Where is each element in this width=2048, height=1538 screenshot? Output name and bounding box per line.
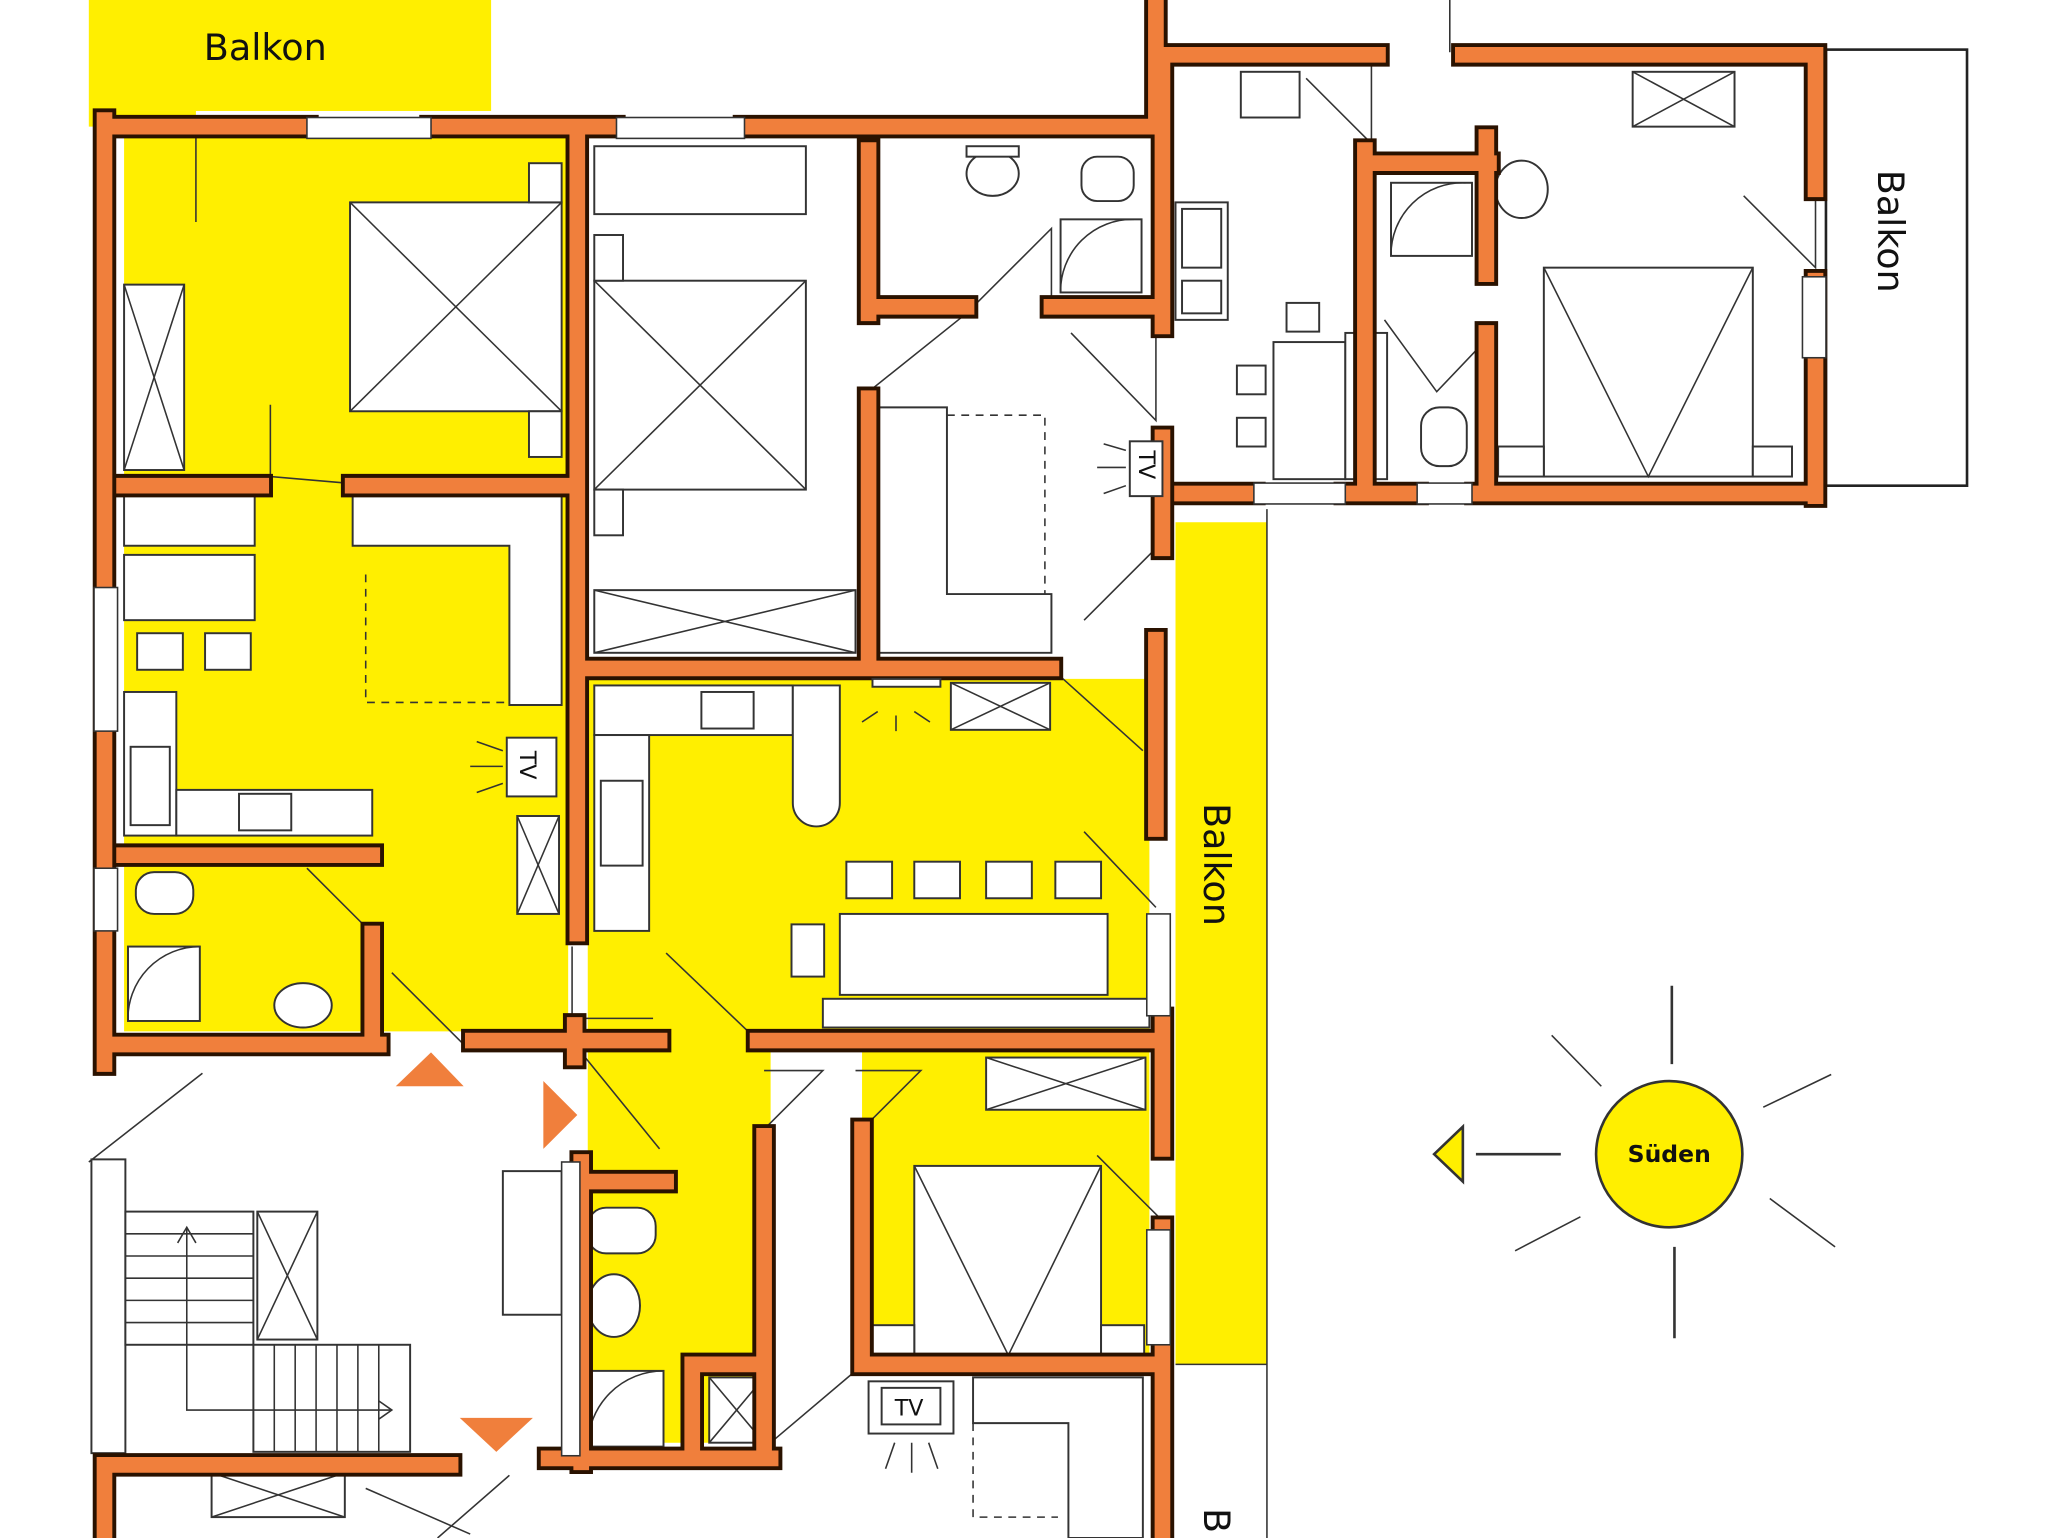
wardrobe [985, 1056, 1147, 1111]
furniture [88, 0, 1817, 1538]
sun-compass [1432, 985, 1836, 1339]
tv-label: TV [514, 750, 540, 780]
balcony-top-left-area [88, 0, 492, 111]
tv: TV [1097, 440, 1164, 498]
windows [93, 116, 1827, 1457]
arrow-icon [395, 1052, 464, 1087]
entry-arrows [395, 1052, 578, 1452]
wardrobe [593, 589, 857, 654]
window [93, 867, 119, 932]
window [1416, 482, 1473, 505]
balcony-top-right [1824, 48, 1969, 487]
tv-label: TV [1133, 449, 1159, 479]
balcony-label: Balkon [204, 26, 327, 69]
wardrobe [123, 283, 186, 471]
window [93, 586, 119, 732]
stairs [124, 1210, 412, 1453]
balcony-label: Balkon [1195, 803, 1238, 926]
bed [349, 162, 563, 458]
tv: TV [867, 1380, 955, 1473]
window [306, 116, 432, 140]
balcony-middle-area [1175, 522, 1267, 1365]
bed [1497, 266, 1793, 479]
wardrobe [256, 1210, 319, 1341]
arrow-icon [543, 1081, 578, 1149]
window [615, 116, 746, 140]
arrow-left-icon [1432, 1123, 1465, 1185]
sun-icon [1594, 1079, 1744, 1229]
tv: TV [470, 736, 558, 798]
wardrobe [1631, 70, 1736, 128]
tv-label: TV [894, 1395, 924, 1421]
sun-label: Süden [1628, 1140, 1711, 1168]
bed [870, 1164, 1146, 1357]
balcony-label: Balkon [1869, 170, 1912, 293]
arrow-icon [459, 1417, 533, 1452]
wardrobe [210, 1471, 346, 1519]
bed [593, 145, 807, 537]
window [1253, 482, 1347, 505]
window [1145, 913, 1172, 1017]
window [1801, 276, 1827, 359]
wardrobe [949, 681, 1052, 731]
wardrobe [516, 815, 560, 915]
balcony-label-partial: B [1195, 1508, 1238, 1533]
window [560, 1161, 581, 1457]
window [1145, 1229, 1172, 1346]
